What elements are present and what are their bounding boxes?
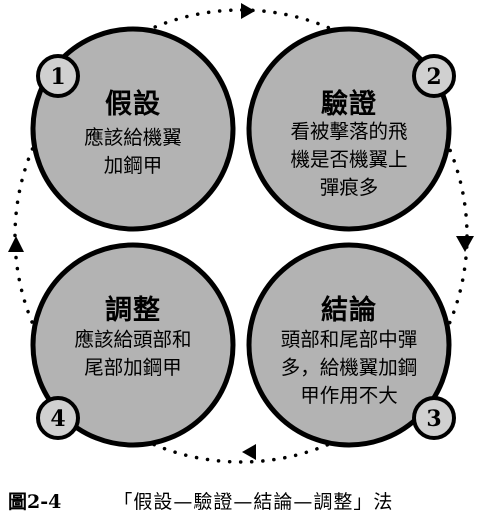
stage-number-2: 2: [426, 64, 441, 90]
arrow-bottom: [242, 444, 256, 460]
stage-title-hypothesis: 假設: [105, 89, 161, 120]
cycle-diagram: 1 2 3 4: [8, 3, 474, 464]
figure-caption-text: 「假設—驗證—結論—調整」法: [113, 490, 394, 513]
stage-badge-1: 1: [36, 54, 80, 98]
figure-caption: 圖2-4 「假設—驗證—結論—調整」法: [8, 484, 393, 516]
stage-number-1: 1: [50, 64, 65, 90]
stage-description-hypothesis: 應該給機翼 加鋼甲: [84, 126, 182, 177]
figure-label: 圖2-4: [8, 490, 62, 513]
stage-title-verification: 驗證: [321, 89, 377, 120]
arrow-left: [8, 236, 24, 252]
stage-description-adjustment: 應該給頭部和 尾部加鋼甲: [74, 328, 192, 379]
arrow-top: [241, 3, 255, 19]
stage-number-4: 4: [50, 406, 65, 432]
stage-circle-verification: [246, 26, 452, 232]
arrow-right: [456, 236, 474, 252]
stage-title-conclusion: 結論: [321, 295, 377, 326]
stage-badge-2: 2: [412, 54, 456, 98]
stage-description-conclusion: 頭部和尾部中彈 多，給機翼加鋼 甲作用不大: [280, 328, 418, 407]
stage-badge-4: 4: [36, 396, 80, 440]
stage-number-3: 3: [426, 406, 441, 432]
stage-circle-hypothesis: [30, 26, 236, 232]
stage-description-verification: 看被擊落的飛 機是否機翼上 彈痕多: [290, 120, 408, 199]
stage-title-adjustment: 調整: [105, 295, 161, 326]
stage-badge-3: 3: [412, 396, 456, 440]
stage-circle-adjustment: [30, 242, 236, 448]
stage-circle-conclusion: [246, 242, 452, 448]
